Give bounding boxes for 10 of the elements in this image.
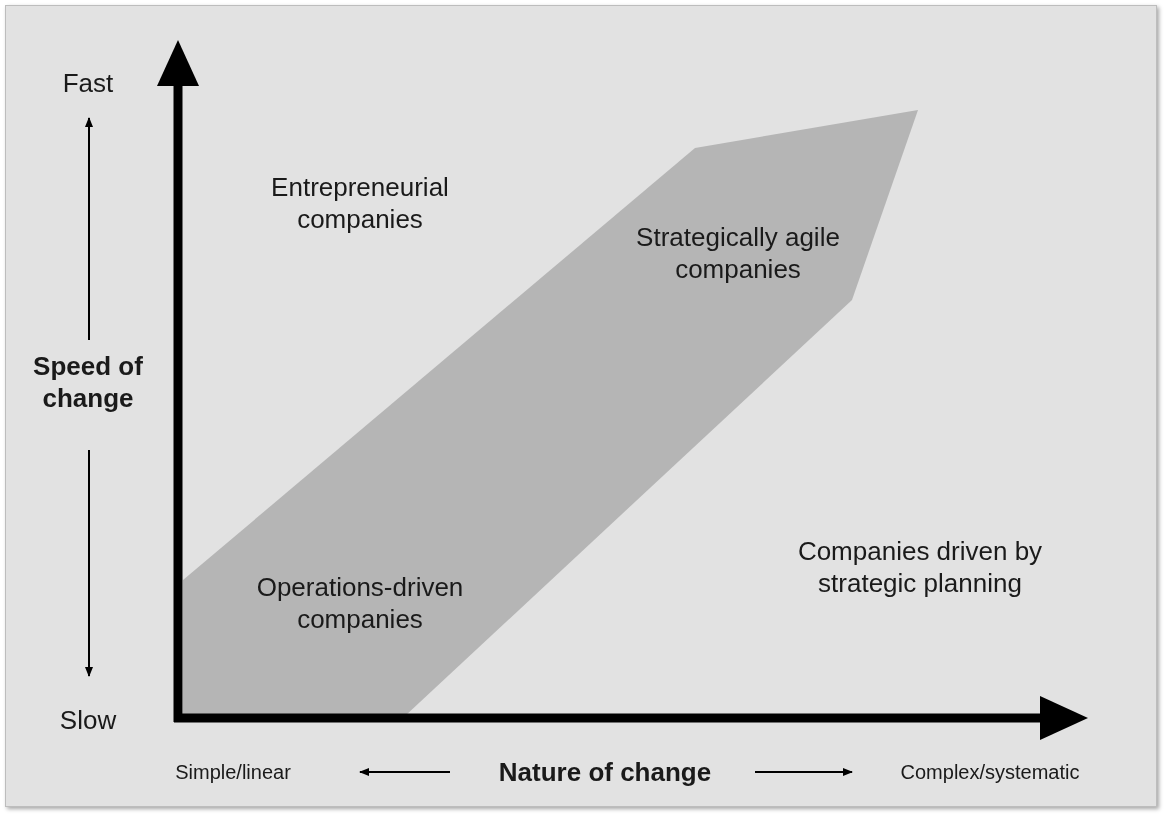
axis-end-label: Fast xyxy=(62,66,114,100)
quadrant-label: Operations-driven companies xyxy=(255,570,465,636)
quadrant-label: Companies driven by strategic planning xyxy=(796,534,1044,600)
quadrant-label: Entrepreneurial companies xyxy=(270,170,450,236)
axis-title: Nature of change xyxy=(498,755,712,789)
quadrant-label: Strategically agile companies xyxy=(635,220,841,286)
axis-title: Speed of change xyxy=(32,349,144,415)
axis-end-label: Slow xyxy=(59,703,117,737)
axis-end-label: Complex/systematic xyxy=(900,759,1080,785)
axis-end-label: Simple/linear xyxy=(175,759,291,785)
